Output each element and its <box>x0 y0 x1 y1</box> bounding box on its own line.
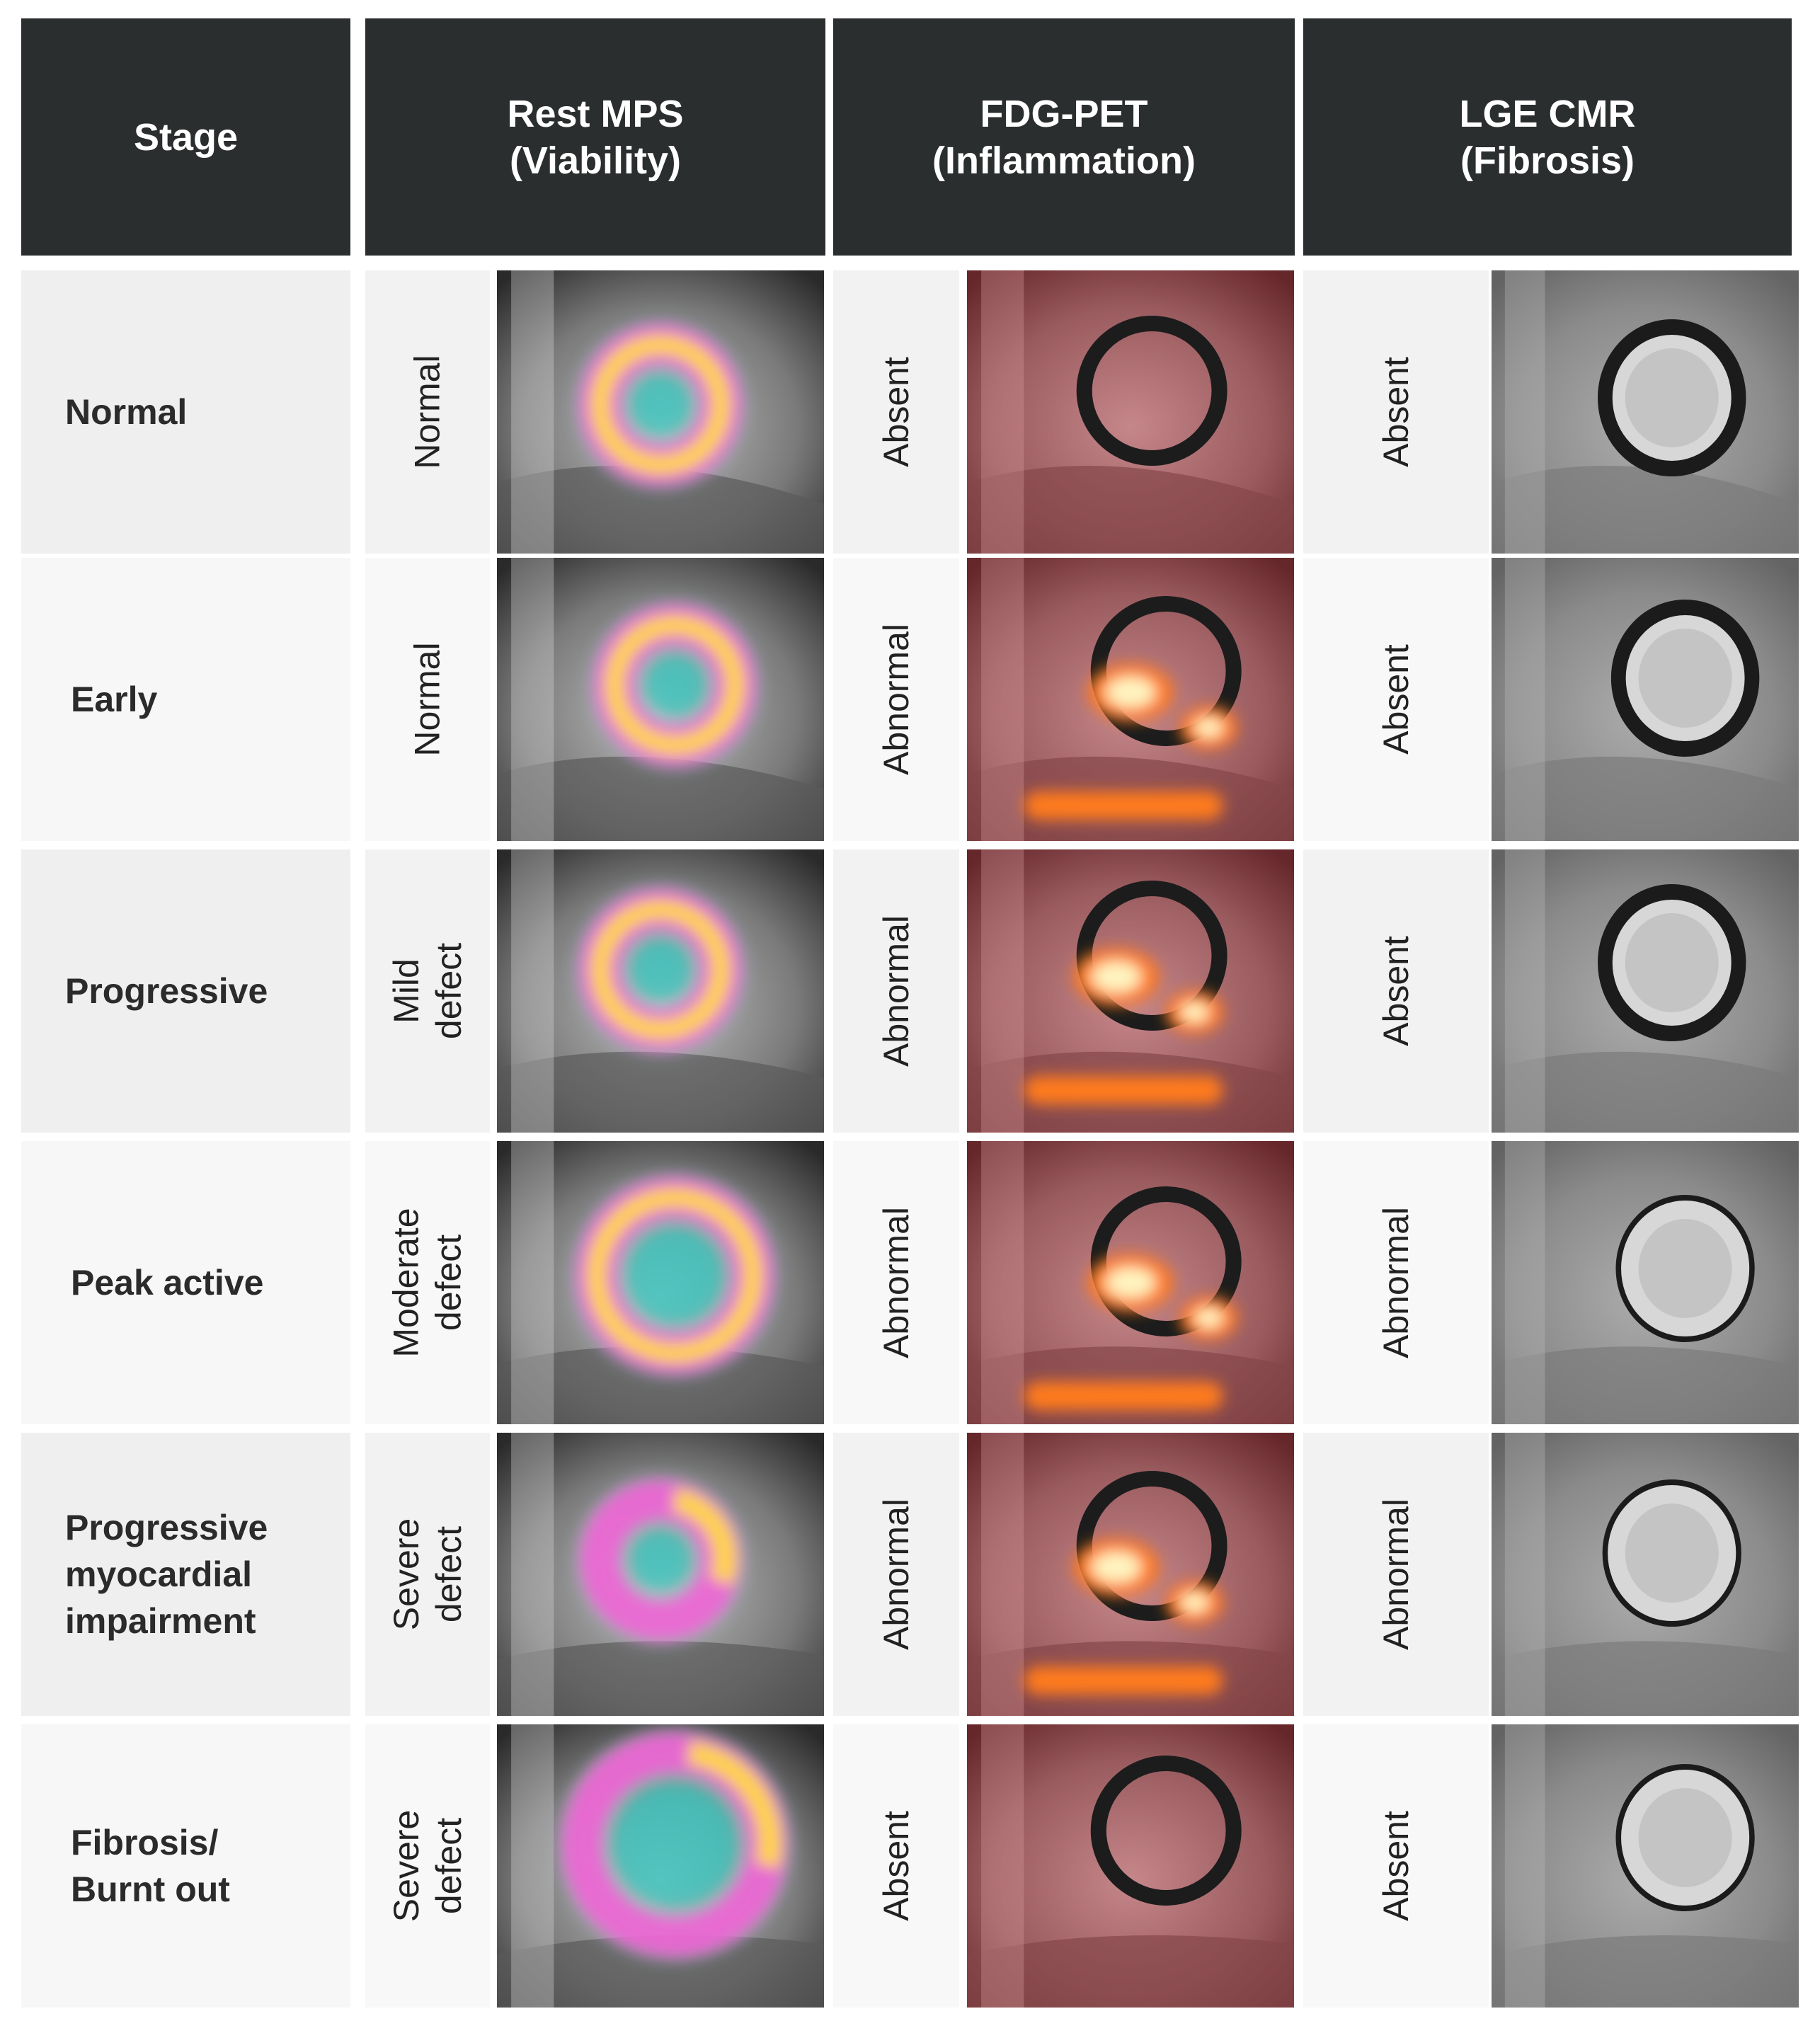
mps-result-cell: Normal <box>365 270 490 554</box>
header-lge-cmr-label: LGE CMR (Fibrosis) <box>1459 92 1636 182</box>
pet-result-cell: Absent <box>833 1724 959 2008</box>
pet-result-label: Absent <box>876 1811 916 1921</box>
cmr-result-cell: Absent <box>1303 1724 1489 2008</box>
fdg-pet-image <box>967 1141 1294 1424</box>
spect-perfusion-image <box>497 270 824 554</box>
mps-result-cell: Severe defect <box>365 1724 490 2008</box>
spect-perfusion-image <box>497 1141 824 1424</box>
spect-perfusion-image <box>497 849 824 1133</box>
pet-result-label: Abnormal <box>876 915 916 1067</box>
lge-cmr-image <box>1492 1433 1799 1716</box>
stage-cell: Peak active <box>21 1141 350 1424</box>
stage-label: Progressive myocardial impairment <box>65 1508 268 1641</box>
cmr-result-label: Absent <box>1375 1811 1416 1921</box>
header-lge-cmr: LGE CMR (Fibrosis) <box>1303 18 1792 256</box>
lge-cmr-image <box>1492 1141 1799 1424</box>
fdg-pet-image <box>967 1433 1294 1716</box>
mps-result-cell: Severe defect <box>365 1433 490 1716</box>
mps-result-label: Severe defect <box>387 1809 469 1923</box>
mps-result-cell: Moderate defect <box>365 1141 490 1424</box>
fdg-pet-image <box>967 1724 1294 2008</box>
lge-cmr-image <box>1492 849 1799 1133</box>
pet-result-label: Absent <box>876 357 916 467</box>
cmr-result-label: Abnormal <box>1376 1207 1416 1358</box>
header-fdg-pet: FDG-PET (Inflammation) <box>833 18 1295 256</box>
lge-cmr-image <box>1492 270 1799 554</box>
mps-result-label: Normal <box>407 642 447 757</box>
pet-result-cell: Abnormal <box>833 849 959 1133</box>
stage-label: Progressive <box>65 971 268 1011</box>
cmr-result-cell: Absent <box>1303 270 1489 554</box>
mps-result-label: Moderate defect <box>387 1208 469 1358</box>
stage-cell: Fibrosis/ Burnt out <box>21 1724 350 2008</box>
fdg-pet-image <box>967 270 1294 554</box>
mps-result-label: Normal <box>407 355 447 469</box>
cmr-result-cell: Absent <box>1303 558 1489 841</box>
mps-result-cell: Mild defect <box>365 849 490 1133</box>
mps-result-label: Mild defect <box>387 942 469 1040</box>
header-stage-label: Stage <box>133 115 239 159</box>
header-rest-mps-label: Rest MPS (Viability) <box>507 92 684 182</box>
stage-label: Peak active <box>71 1263 264 1302</box>
cmr-result-label: Absent <box>1375 357 1416 467</box>
pet-result-cell: Abnormal <box>833 1141 959 1424</box>
stage-label: Normal <box>65 392 188 432</box>
cmr-result-label: Absent <box>1375 644 1416 755</box>
stage-cell: Normal <box>21 270 350 554</box>
cmr-result-cell: Absent <box>1303 849 1489 1133</box>
lge-cmr-image <box>1492 1724 1799 2008</box>
pet-result-label: Abnormal <box>876 1207 916 1358</box>
pet-result-cell: Abnormal <box>833 558 959 841</box>
stage-cell: Early <box>21 558 350 841</box>
mps-result-cell: Normal <box>365 558 490 841</box>
cmr-result-cell: Abnormal <box>1303 1141 1489 1424</box>
spect-perfusion-image <box>497 1724 824 2008</box>
stage-label: Fibrosis/ Burnt out <box>71 1823 230 1909</box>
header-rest-mps: Rest MPS (Viability) <box>365 18 825 256</box>
mps-result-label: Severe defect <box>387 1518 469 1631</box>
pet-result-label: Abnormal <box>876 1499 916 1650</box>
pet-result-cell: Abnormal <box>833 1433 959 1716</box>
pet-result-label: Abnormal <box>876 624 916 775</box>
stage-cell: Progressive <box>21 849 350 1133</box>
spect-perfusion-image <box>497 1433 824 1716</box>
stage-cell: Progressive myocardial impairment <box>21 1433 350 1716</box>
cmr-result-label: Absent <box>1375 936 1416 1046</box>
fdg-pet-image <box>967 558 1294 841</box>
lge-cmr-image <box>1492 558 1799 841</box>
cmr-result-label: Abnormal <box>1376 1499 1416 1650</box>
stage-label: Early <box>71 680 158 719</box>
spect-perfusion-image <box>497 558 824 841</box>
cmr-result-cell: Abnormal <box>1303 1433 1489 1716</box>
fdg-pet-image <box>967 849 1294 1133</box>
pet-result-cell: Absent <box>833 270 959 554</box>
header-stage: Stage <box>21 18 350 256</box>
header-fdg-pet-label: FDG-PET (Inflammation) <box>932 92 1196 182</box>
